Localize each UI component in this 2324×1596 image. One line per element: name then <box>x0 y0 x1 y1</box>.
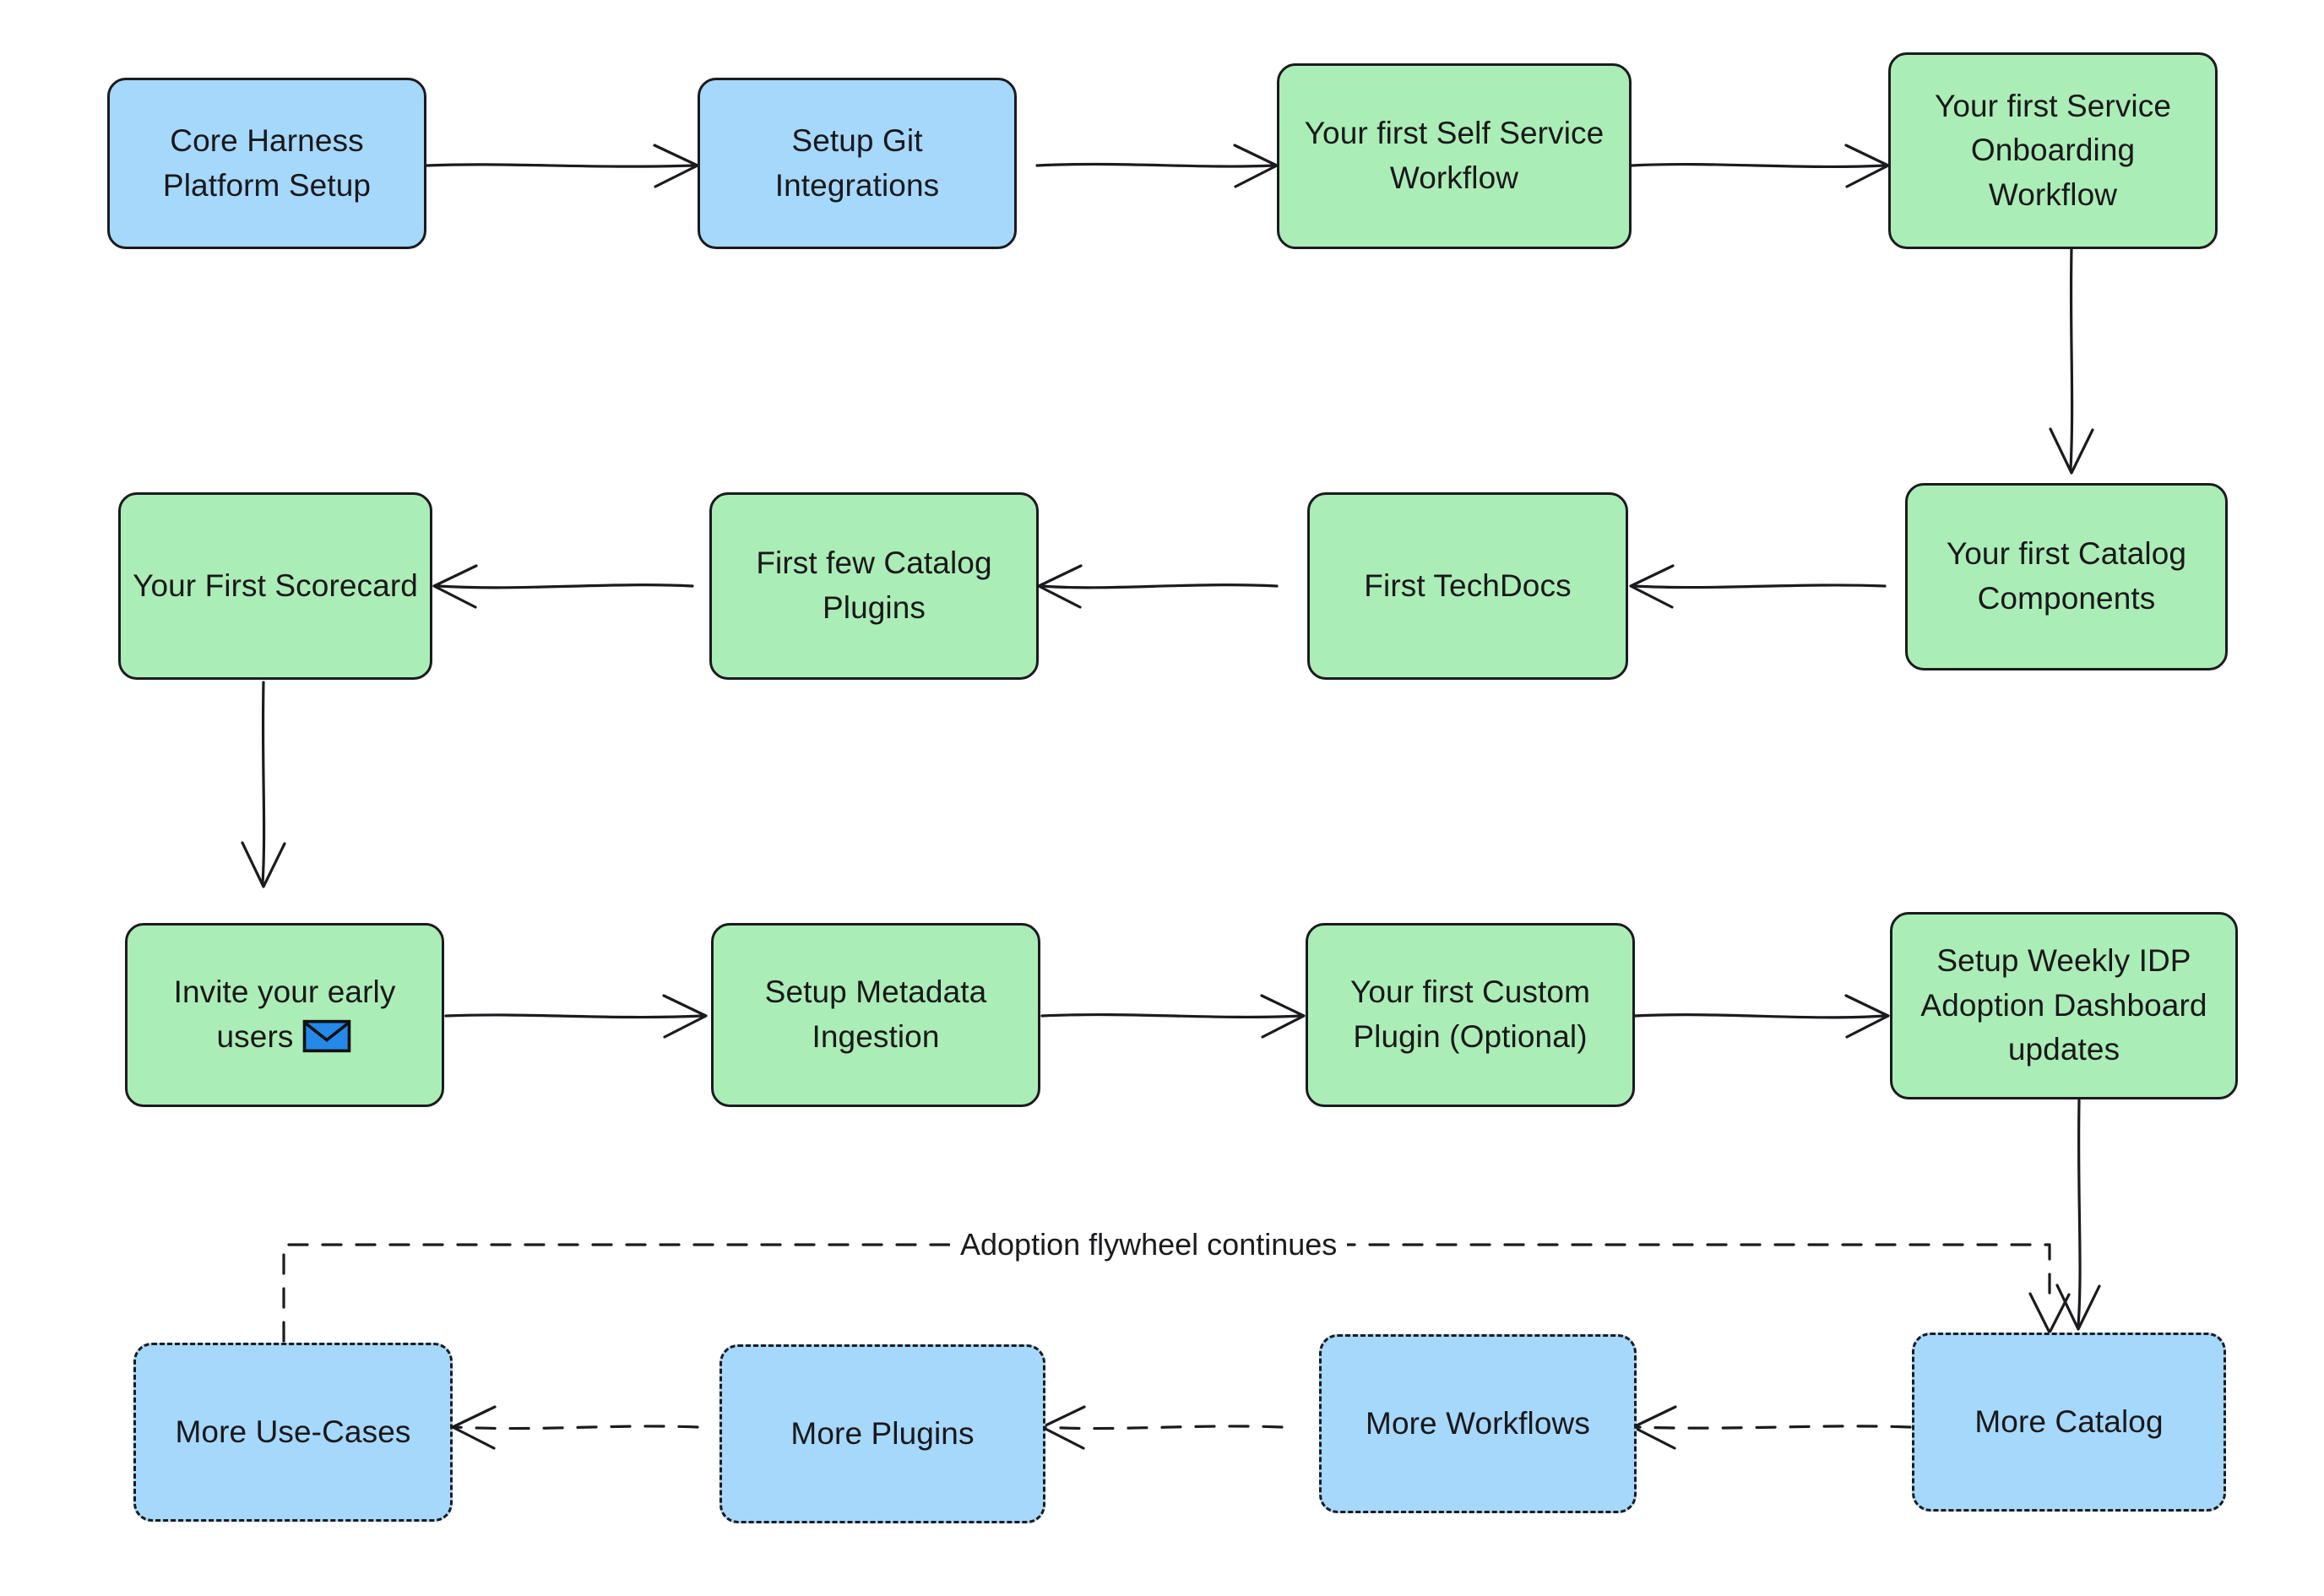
node-label-text: Invite your early users <box>173 974 396 1054</box>
node-label: Setup Git Integrations <box>774 122 940 203</box>
node-label: Setup Weekly IDP Adoption Dashboard upda… <box>1920 943 2207 1067</box>
node-label: Your First Scorecard <box>133 567 418 603</box>
email-envelope-icon <box>301 1018 352 1054</box>
node-label: More Plugins <box>790 1415 975 1451</box>
edge-git-to-selfservice <box>1035 144 1279 188</box>
node-label: Core Harness Platform Setup <box>162 122 372 203</box>
node-label: Your first Custom Plugin (Optional) <box>1349 974 1591 1054</box>
edge-onboarding-to-catalogcomponents <box>2049 246 2094 475</box>
edge-invite-to-metadata <box>444 994 708 1039</box>
edge-scorecard-to-invite <box>241 681 286 888</box>
node-your-first-service-onboarding-workflow[interactable]: Your first Service Onboarding Workflow <box>1888 52 2218 249</box>
node-label: Your first Self Service Workflow <box>1304 116 1605 195</box>
node-more-catalog[interactable]: More Catalog <box>1912 1333 2226 1512</box>
node-label: Invite your early users <box>139 970 430 1059</box>
node-label: Your first Service Onboarding Workflow <box>1934 88 2172 212</box>
node-label: Your first Catalog Components <box>1946 536 2187 616</box>
node-setup-git-integrations[interactable]: Setup Git Integrations <box>698 78 1017 249</box>
node-core-harness-platform-setup[interactable]: Core Harness Platform Setup <box>107 78 426 249</box>
node-label: More Catalog <box>1974 1403 2164 1439</box>
arrowhead-flywheel <box>2028 1292 2071 1334</box>
node-more-plugins[interactable]: More Plugins <box>719 1344 1045 1523</box>
node-your-first-scorecard[interactable]: Your First Scorecard <box>118 492 432 680</box>
edge-selfservice-to-onboarding <box>1630 144 1890 188</box>
node-first-techdocs[interactable]: First TechDocs <box>1307 492 1628 680</box>
arrowhead-moreworkflows <box>1632 1405 1677 1450</box>
edge-moreworkflows-to-moreplugins <box>1044 1425 1284 1430</box>
node-invite-your-early-users[interactable]: Invite your early users <box>125 923 444 1107</box>
edge-techdocs-to-catalogplugins <box>1037 564 1279 609</box>
node-label: More Use-Cases <box>175 1414 411 1449</box>
node-setup-metadata-ingestion[interactable]: Setup Metadata Ingestion <box>711 923 1040 1107</box>
node-your-first-self-service-workflow[interactable]: Your first Self Service Workflow <box>1277 63 1632 249</box>
node-label: First few Catalog Plugins <box>756 546 992 625</box>
edge-catalogplugins-to-scorecard <box>432 564 694 609</box>
edge-label-adoption-flywheel: Adoption flywheel continues <box>950 1226 1348 1263</box>
node-first-few-catalog-plugins[interactable]: First few Catalog Plugins <box>709 492 1039 680</box>
edge-weeklyidp-to-morecatalog <box>2055 1099 2101 1331</box>
arrowhead-moreusecases <box>451 1405 497 1450</box>
edge-moreplugins-to-moreusecases <box>454 1425 699 1430</box>
node-your-first-custom-plugin[interactable]: Your first Custom Plugin (Optional) <box>1306 923 1635 1107</box>
edge-customplugin-to-weeklyidp <box>1633 994 1890 1039</box>
node-more-workflows[interactable]: More Workflows <box>1319 1334 1637 1513</box>
node-label: First TechDocs <box>1364 567 1572 603</box>
node-label: Setup Metadata Ingestion <box>764 974 987 1054</box>
edge-core-to-git <box>425 144 699 188</box>
node-your-first-catalog-components[interactable]: Your first Catalog Components <box>1905 483 2228 670</box>
arrowhead-moreplugins <box>1040 1405 1086 1450</box>
edge-label-text: Adoption flywheel continues <box>960 1227 1338 1262</box>
node-more-use-cases[interactable]: More Use-Cases <box>133 1343 453 1522</box>
node-setup-weekly-idp-adoption-dashboard-updates[interactable]: Setup Weekly IDP Adoption Dashboard upda… <box>1890 912 2238 1099</box>
edge-metadata-to-customplugin <box>1040 994 1306 1039</box>
edge-catalogcomponents-to-techdocs <box>1629 564 1887 609</box>
node-label: More Workflows <box>1366 1405 1590 1441</box>
edge-morecatalog-to-moreworkflows <box>1635 1425 1912 1430</box>
